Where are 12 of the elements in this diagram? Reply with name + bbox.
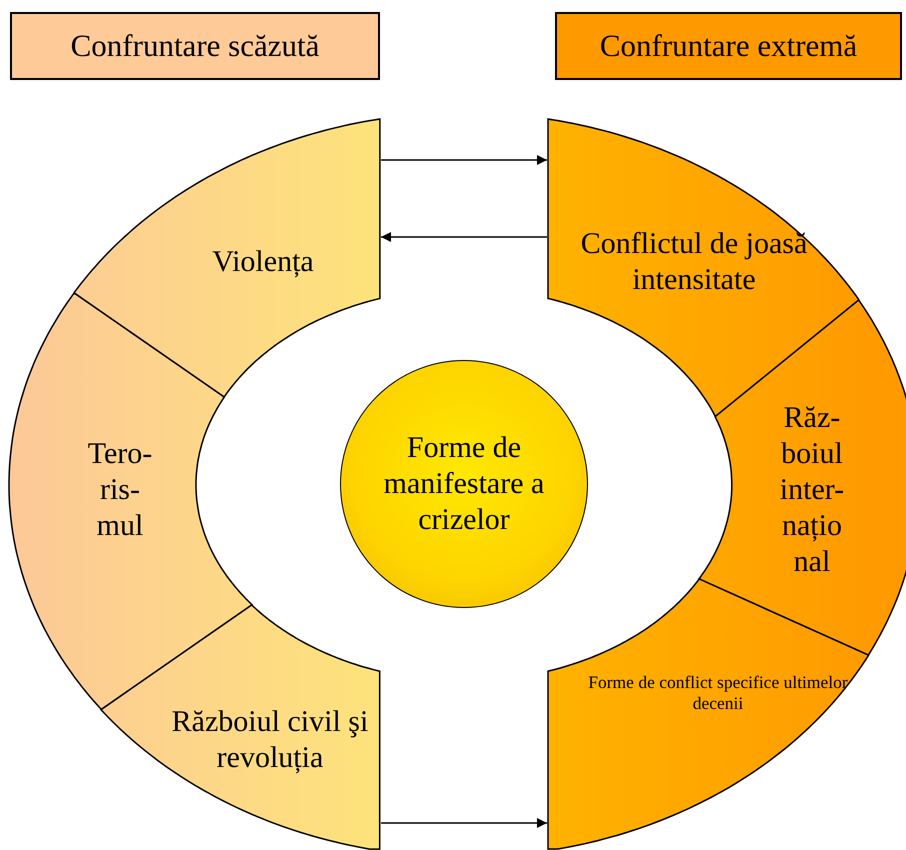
segment-label: Răz- boiul inter- națio nal <box>778 400 846 580</box>
circle-label: Forme de manifestare a crizelor <box>382 430 546 538</box>
segment-label: Războiul civil şi revoluția <box>170 704 370 776</box>
arrow <box>381 232 547 242</box>
heading-box: Confruntare scăzută <box>10 12 380 80</box>
arrow <box>381 155 547 165</box>
segment-label: Tero- ris- mul <box>86 436 154 544</box>
segment-label: Forme de conflict specifice ultimelor decenii <box>587 672 849 714</box>
heading-box: Confruntare extremă <box>555 12 902 80</box>
segment-label: Violența <box>211 244 315 280</box>
segment-label: Conflictul de joasă intensitate <box>580 226 808 298</box>
arrow <box>381 818 547 828</box>
